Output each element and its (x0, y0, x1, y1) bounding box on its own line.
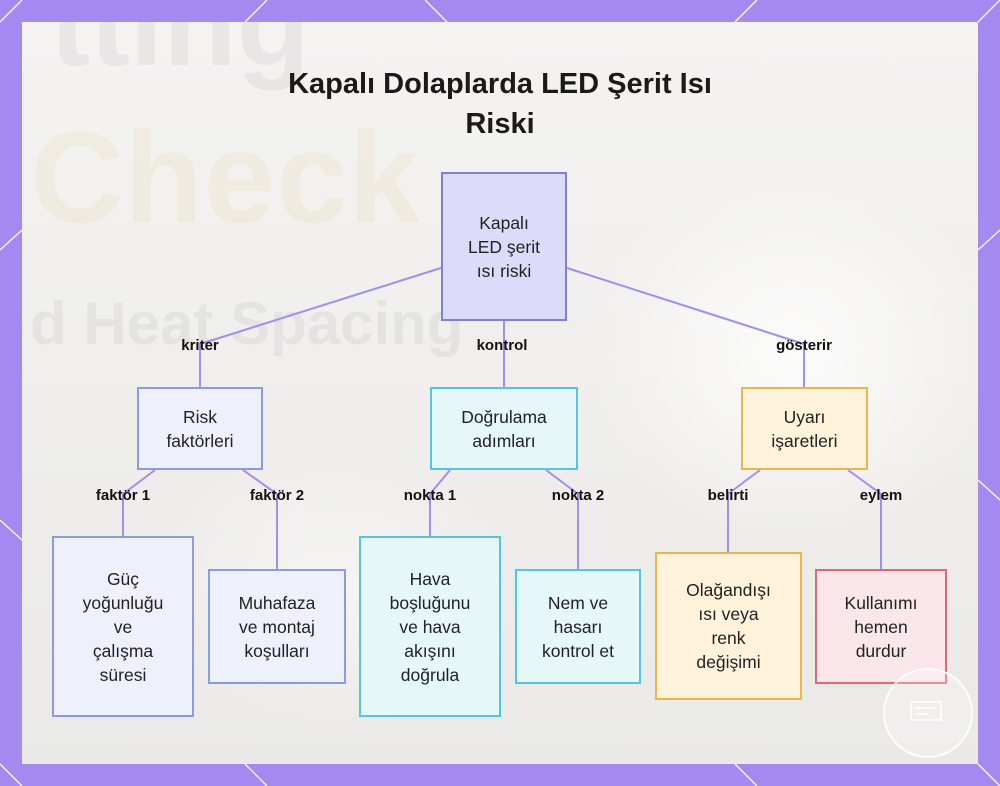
edge-label-warn-halt: eylem (860, 487, 903, 505)
node-label-line: akışını (390, 639, 471, 663)
node-label-line: Hava (390, 567, 471, 591)
node-label-line: hasarı (542, 615, 614, 639)
edge-label-verify-air: nokta 1 (404, 487, 457, 505)
edge-root-warn (567, 268, 804, 387)
node-label-line: Kullanımı (845, 591, 918, 615)
node-label-line: ısı veya (686, 602, 771, 626)
node-label-line: faktörleri (166, 429, 233, 453)
edge-label-risk-power: faktör 1 (96, 487, 150, 505)
node-label-line: ve hava (390, 615, 471, 639)
edge-label-verify-damp: nokta 2 (552, 487, 605, 505)
node-label-line: adımları (461, 429, 547, 453)
node-label-line: yoğunluğu (83, 591, 164, 615)
node-label-line: süresi (83, 663, 164, 687)
node-label-line: değişimi (686, 650, 771, 674)
edge-risk-mount (243, 470, 277, 569)
node-label-line: Nem ve (542, 591, 614, 615)
node-label-line: renk (686, 626, 771, 650)
watermark-seal (883, 668, 973, 758)
node-label-line: Risk (166, 405, 233, 429)
node-label-line: işaretleri (771, 429, 837, 453)
node-label-line: LED şerit (468, 235, 540, 259)
node-label-line: Güç (83, 567, 164, 591)
edge-label-root-risk: kriter (181, 337, 219, 355)
node-label-line: ve (83, 615, 164, 639)
seal-icon (907, 696, 949, 726)
edge-label-warn-odd: belirti (708, 487, 749, 505)
edge-label-root-warn: gösterir (776, 337, 832, 355)
node-label-line: durdur (845, 639, 918, 663)
node-label-line: koşulları (239, 639, 316, 663)
edge-label-root-verify: kontrol (477, 337, 528, 355)
edge-root-risk (200, 268, 441, 387)
node-label-line: çalışma (83, 639, 164, 663)
node-label-line: kontrol et (542, 639, 614, 663)
edge-label-risk-mount: faktör 2 (250, 487, 304, 505)
edge-warn-odd (728, 470, 760, 552)
node-label-line: Olağandışı (686, 578, 771, 602)
node-label-line: boşluğunu (390, 591, 471, 615)
node-label-line: Uyarı (771, 405, 837, 429)
node-label-line: hemen (845, 615, 918, 639)
node-label-line: ısı riski (468, 259, 540, 283)
edge-warn-halt (848, 470, 881, 569)
node-label-line: Kapalı (468, 211, 540, 235)
edge-verify-damp (546, 470, 578, 569)
node-label-line: doğrula (390, 663, 471, 687)
node-label-line: ve montaj (239, 615, 316, 639)
node-label-line: Muhafaza (239, 591, 316, 615)
node-label-line: Doğrulama (461, 405, 547, 429)
